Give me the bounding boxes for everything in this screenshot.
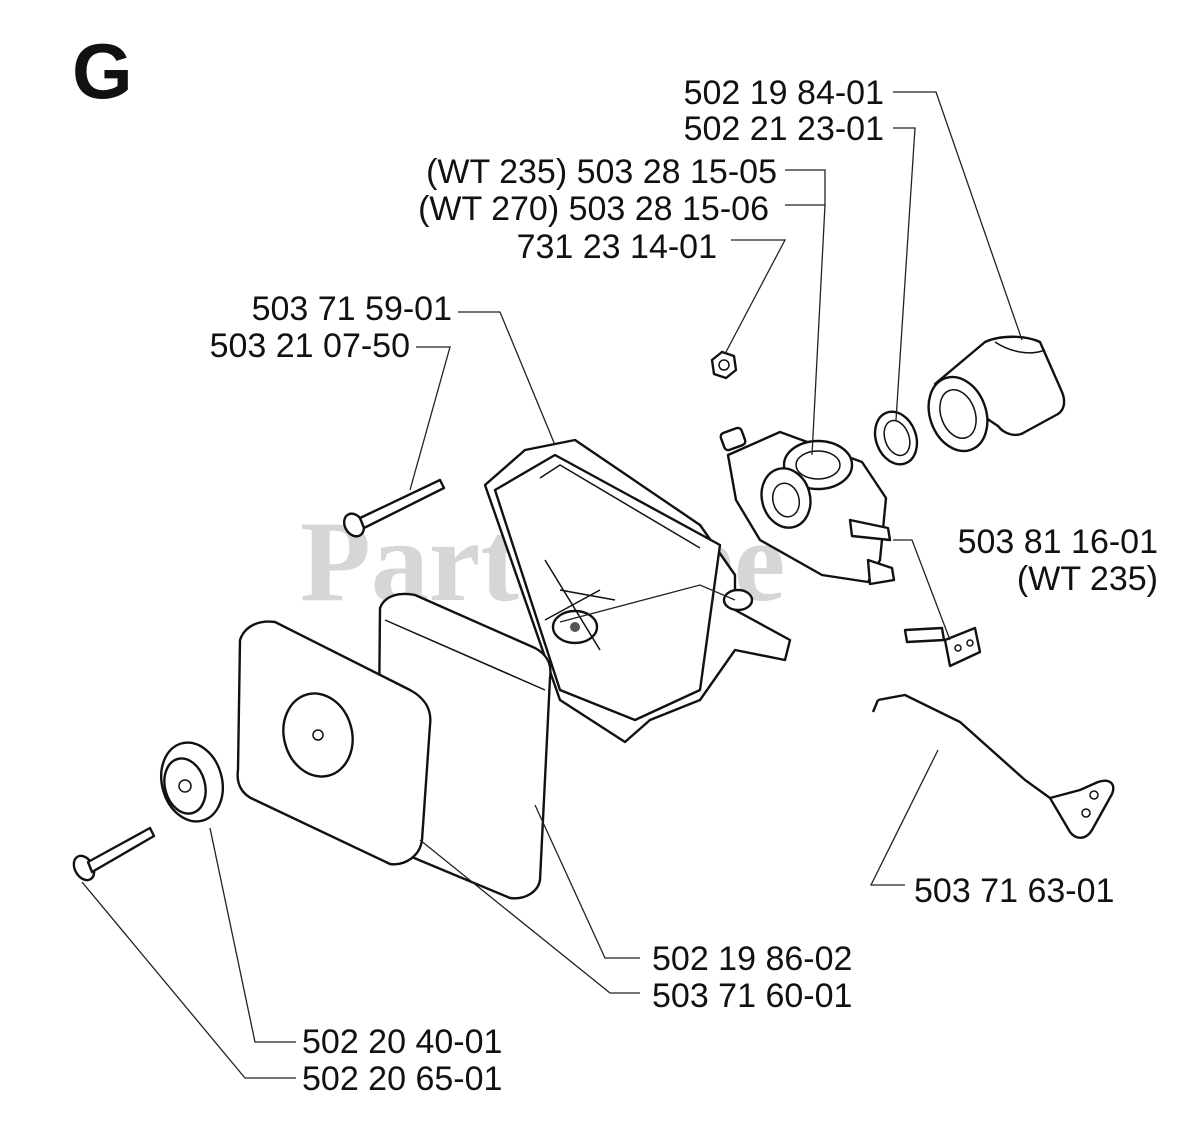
- bolt-part: [72, 826, 156, 882]
- label-731-23-14-01: 731 23 14-01: [517, 228, 717, 266]
- label-503-71-63-01: 503 71 63-01: [914, 872, 1114, 910]
- section-letter: G: [72, 27, 133, 115]
- throttle-rod-part: [871, 693, 1115, 839]
- leader-lines: [81, 91, 1023, 1079]
- label-503-21-07-50: 503 21 07-50: [210, 327, 410, 365]
- label-503-28-15-05: (WT 235) 503 28 15-05: [426, 153, 777, 191]
- gasket-ring-part: [873, 410, 919, 466]
- carburetor-part: [719, 426, 896, 586]
- bracket-plate-part: [903, 626, 982, 668]
- label-502-21-23-01: 502 21 23-01: [684, 110, 884, 148]
- knob-part: [160, 741, 224, 823]
- label-502-20-65-01: 502 20 65-01: [302, 1060, 502, 1098]
- label-503-81-16-01: 503 81 16-01: [958, 523, 1158, 561]
- label-502-20-40-01: 502 20 40-01: [302, 1023, 502, 1061]
- long-screw-part: [342, 478, 446, 538]
- nut-part: [710, 350, 738, 380]
- label-503-28-15-06: (WT 270) 503 28 15-06: [418, 190, 769, 228]
- label-503-71-59-01: 503 71 59-01: [252, 290, 452, 328]
- filter-cover-part: [236, 620, 432, 866]
- label-502-19-86-02: 502 19 86-02: [652, 940, 852, 978]
- filter-holder-part: [483, 438, 792, 744]
- label-502-19-84-01: 502 19 84-01: [684, 74, 884, 112]
- label-503-71-60-01: 503 71 60-01: [652, 977, 852, 1015]
- intake-elbow-part: [927, 335, 1066, 453]
- part-labels: 502 19 84-01 502 21 23-01 (WT 235) 503 2…: [210, 74, 1158, 1098]
- label-503-81-16-01-note: (WT 235): [1017, 560, 1158, 598]
